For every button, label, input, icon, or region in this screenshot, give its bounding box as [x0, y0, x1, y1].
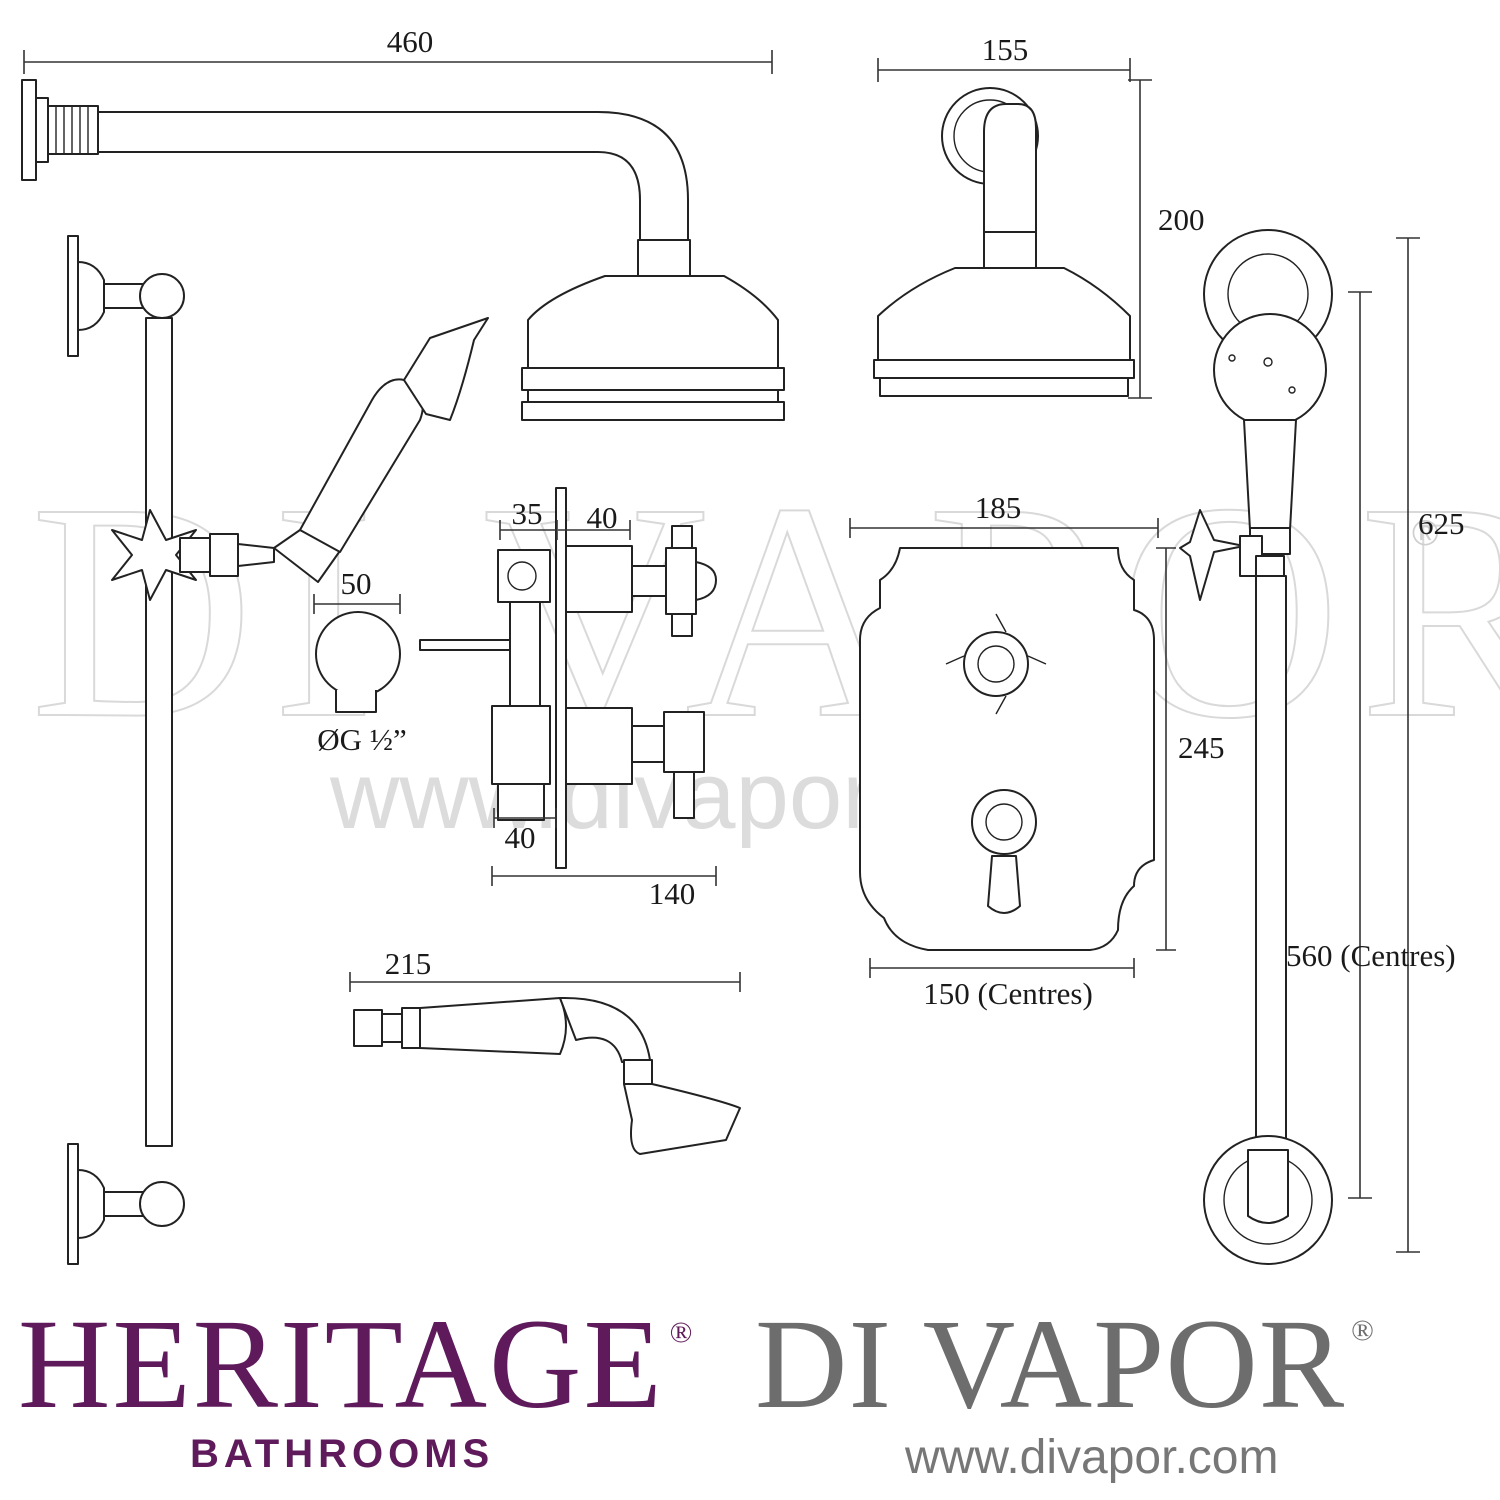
dim-handset: 215: [349, 946, 741, 992]
dim-label: 460: [387, 24, 434, 59]
dim-outlet: 50 ØG ½”: [313, 566, 407, 757]
wall-shower-arm: [21, 79, 785, 421]
dim-label: 40: [505, 820, 536, 855]
divapor-registered: ®: [1351, 1314, 1375, 1347]
heritage-subtitle: BATHROOMS: [190, 1432, 495, 1476]
slide-rail-right: [1179, 229, 1333, 1265]
heritage-registered: ®: [669, 1316, 695, 1349]
dim-label: 35: [512, 496, 543, 531]
dim-label: 155: [982, 32, 1029, 67]
dim-ceiling-arm: 155 200: [877, 32, 1205, 399]
dim-label: 140: [649, 876, 696, 911]
dim-label: 200: [1158, 202, 1205, 237]
slide-rail-left: [67, 235, 489, 1265]
wall-outlet: [315, 611, 401, 713]
dim-label: 50: [341, 566, 372, 601]
heritage-logo: HERITAGE®: [18, 1300, 694, 1428]
ceiling-shower-arm: [873, 87, 1135, 397]
valve-front-plate: [859, 547, 1155, 951]
heritage-name: HERITAGE: [18, 1293, 664, 1435]
divapor-logo: DI VAPOR®: [755, 1300, 1375, 1428]
divapor-url: www.divapor.com: [905, 1431, 1279, 1484]
watermark-registered: ®: [1412, 512, 1439, 553]
dim-label: 185: [975, 490, 1022, 525]
dim-label: 625: [1418, 506, 1465, 541]
dim-label: 245: [1178, 730, 1225, 765]
dim-valve: 35 40 40 140: [491, 496, 717, 911]
divapor-name: DI VAPOR: [755, 1293, 1346, 1435]
shower-handset: [353, 996, 741, 1155]
dim-label: ØG ½”: [317, 722, 407, 757]
dim-label: 215: [385, 946, 432, 981]
dim-arm-length: 460: [23, 24, 773, 74]
valve-side-view: [419, 487, 717, 869]
dim-label: 150 (Centres): [923, 976, 1093, 1011]
dim-label: 560 (Centres): [1286, 938, 1456, 973]
dim-plate: 185 245 150 (Centres): [849, 490, 1225, 1011]
dim-label: 40: [587, 500, 618, 535]
dim-rail: 625 560 (Centres): [1286, 237, 1465, 1253]
